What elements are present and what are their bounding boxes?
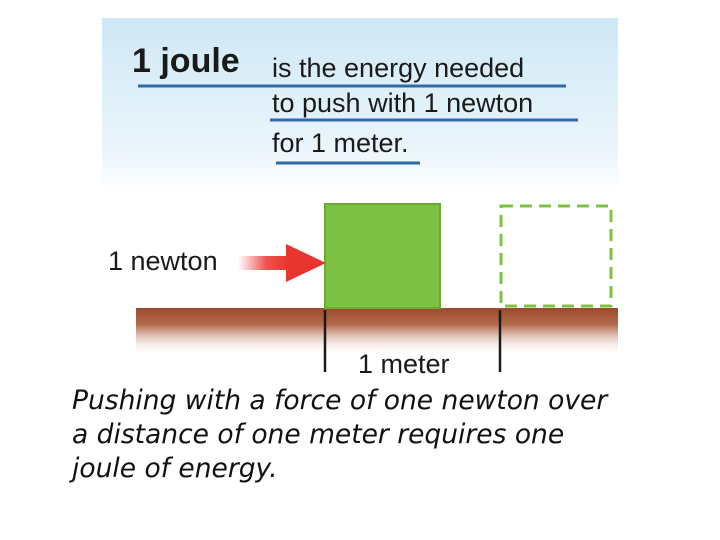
force-arrow-icon — [238, 244, 326, 282]
definition-term: 1 joule — [132, 42, 240, 80]
caption-line-1: Pushing with a force of one newton over — [72, 385, 608, 416]
ground — [136, 308, 618, 356]
definition-line-3: for 1 meter. — [272, 128, 409, 158]
joule-diagram: 1 joule is the energy needed to push wit… — [102, 18, 618, 379]
caption: Pushing with a force of one newton over … — [72, 384, 702, 486]
definition-line-2: to push with 1 newton — [272, 88, 533, 118]
box-final-position — [499, 204, 613, 308]
definition-line-1: is the energy needed — [272, 53, 524, 83]
force-label: 1 newton — [108, 246, 218, 276]
caption-line-2: a distance of one meter requires one — [72, 419, 565, 450]
distance-label: 1 meter — [358, 349, 450, 379]
caption-line-3: joule of energy. — [72, 453, 278, 484]
pushed-box — [324, 203, 441, 309]
